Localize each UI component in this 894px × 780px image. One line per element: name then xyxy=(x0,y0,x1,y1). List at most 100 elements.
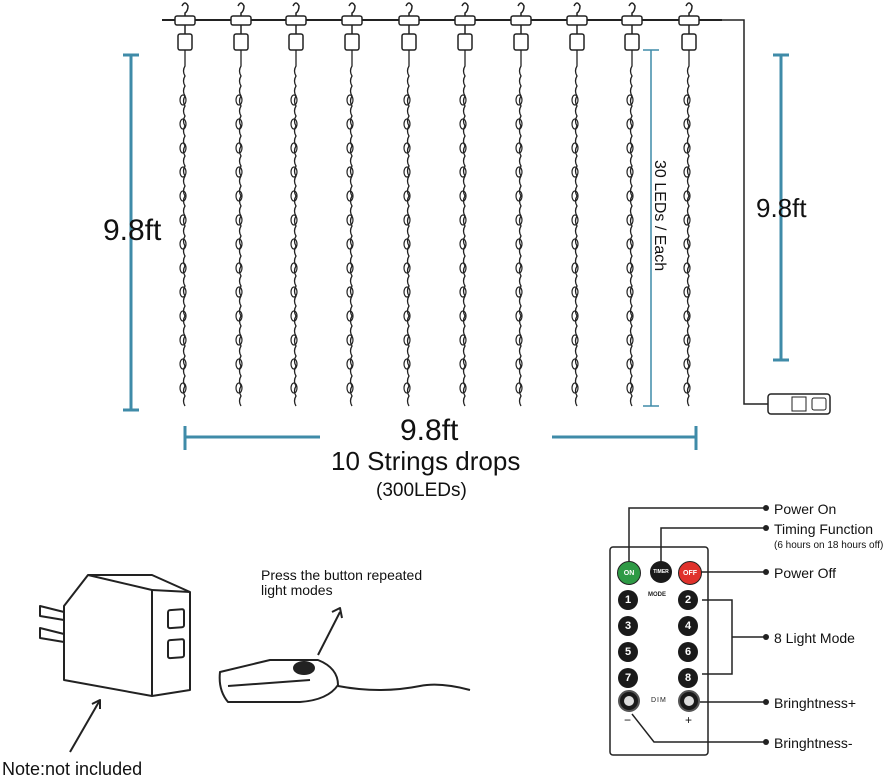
led-bulb xyxy=(626,190,634,202)
remote-off-button[interactable]: OFF xyxy=(678,561,702,585)
callout-brightness-minus: Bringhtness- xyxy=(774,735,853,751)
led-bulb xyxy=(403,142,411,154)
led-bulb xyxy=(346,118,354,130)
led-bulb xyxy=(290,358,298,370)
led-bulb xyxy=(571,118,579,130)
led-bulb xyxy=(235,238,243,250)
led-bulb xyxy=(626,214,634,226)
remote-mode-button-2[interactable]: 2 xyxy=(678,590,698,610)
led-bulb xyxy=(515,262,523,274)
led-bulb xyxy=(683,94,691,106)
led-bulb xyxy=(403,262,411,274)
led-bulb xyxy=(626,262,634,274)
note-arrow xyxy=(69,699,101,753)
plus-button-face xyxy=(684,696,694,706)
led-bulb xyxy=(626,94,634,106)
hook-icon xyxy=(348,2,356,18)
led-bulb xyxy=(626,238,634,250)
led-bulb xyxy=(290,214,298,226)
led-bulb xyxy=(626,166,634,178)
led-bulb xyxy=(683,358,691,370)
led-bulb xyxy=(346,334,354,346)
hook-icon xyxy=(292,2,300,18)
led-bulb xyxy=(515,118,523,130)
led-bulb xyxy=(626,310,634,322)
led-bulb xyxy=(235,118,243,130)
led-bulb xyxy=(235,190,243,202)
light-string xyxy=(574,50,578,407)
led-bulb xyxy=(683,334,691,346)
led-bulb xyxy=(459,286,467,298)
callout-light-mode: 8 Light Mode xyxy=(774,630,855,646)
hook-icon xyxy=(685,2,693,18)
led-bulb xyxy=(179,214,187,226)
led-bulb xyxy=(515,358,523,370)
led-bulb xyxy=(515,238,523,250)
led-bulb xyxy=(683,238,691,250)
power-adapter-icon xyxy=(39,574,191,697)
led-bulb xyxy=(459,334,467,346)
led-bulb xyxy=(571,382,579,394)
led-bulb xyxy=(459,94,467,106)
remote-mode-button-6[interactable]: 6 xyxy=(678,642,698,662)
total-leds-label: (300LEDs) xyxy=(376,480,467,501)
callout-brightness-plus: Bringhtness+ xyxy=(774,695,857,711)
remote-mode-button-4[interactable]: 4 xyxy=(678,616,698,636)
led-bulb xyxy=(683,190,691,202)
led-bulb xyxy=(403,382,411,394)
led-bulb xyxy=(459,382,467,394)
led-bulb xyxy=(235,142,243,154)
light-string xyxy=(462,50,466,407)
minus-sign: − xyxy=(624,713,632,727)
led-bulb xyxy=(290,118,298,130)
led-bulb xyxy=(346,190,354,202)
remote-mode-button-3[interactable]: 3 xyxy=(618,616,638,636)
remote-brightness-plus-button[interactable] xyxy=(678,690,700,712)
strings-count-label: 10 Strings drops xyxy=(331,446,521,476)
led-bulb xyxy=(346,238,354,250)
led-bulb xyxy=(626,382,634,394)
remote-brightness-minus-button[interactable] xyxy=(618,690,640,712)
callout-power-on: Power On xyxy=(774,501,837,517)
led-bulb xyxy=(179,94,187,106)
remote-mode-button-8[interactable]: 8 xyxy=(678,668,698,688)
led-bulb xyxy=(571,334,579,346)
remote-mode-button-1[interactable]: 1 xyxy=(618,590,638,610)
light-string xyxy=(406,50,410,407)
led-bulb xyxy=(459,262,467,274)
remote-on-button[interactable]: ON xyxy=(617,561,641,585)
led-bulb xyxy=(346,166,354,178)
hook-icon xyxy=(461,2,469,18)
led-bulb xyxy=(683,382,691,394)
led-bulb xyxy=(179,382,187,394)
hook-icon xyxy=(517,2,525,18)
remote-mode-button-5[interactable]: 5 xyxy=(618,642,638,662)
led-bulb xyxy=(346,286,354,298)
light-string xyxy=(182,50,186,407)
led-bulb xyxy=(290,334,298,346)
led-bulb xyxy=(459,358,467,370)
light-string xyxy=(518,50,522,407)
led-bulb xyxy=(403,238,411,250)
led-bulb xyxy=(290,262,298,274)
led-bulb xyxy=(346,382,354,394)
led-bulb xyxy=(403,286,411,298)
remote-timer-button[interactable]: TIMER xyxy=(650,561,672,583)
switch-instruction-line2: light modes xyxy=(261,582,333,598)
led-bulb xyxy=(290,382,298,394)
remote-mode-button-7[interactable]: 7 xyxy=(618,668,638,688)
led-bulb xyxy=(403,310,411,322)
led-bulb xyxy=(626,118,634,130)
led-bulb xyxy=(515,286,523,298)
led-bulb xyxy=(459,238,467,250)
light-string xyxy=(349,50,353,407)
hook-icon xyxy=(628,2,636,18)
usb-plug-tip xyxy=(811,397,827,411)
led-bulb xyxy=(515,94,523,106)
callout-timing-detail: (6 hours on 18 hours off) xyxy=(774,540,884,551)
led-bulb xyxy=(683,262,691,274)
led-bulb xyxy=(683,142,691,154)
led-bulb xyxy=(626,334,634,346)
led-bulb xyxy=(683,166,691,178)
